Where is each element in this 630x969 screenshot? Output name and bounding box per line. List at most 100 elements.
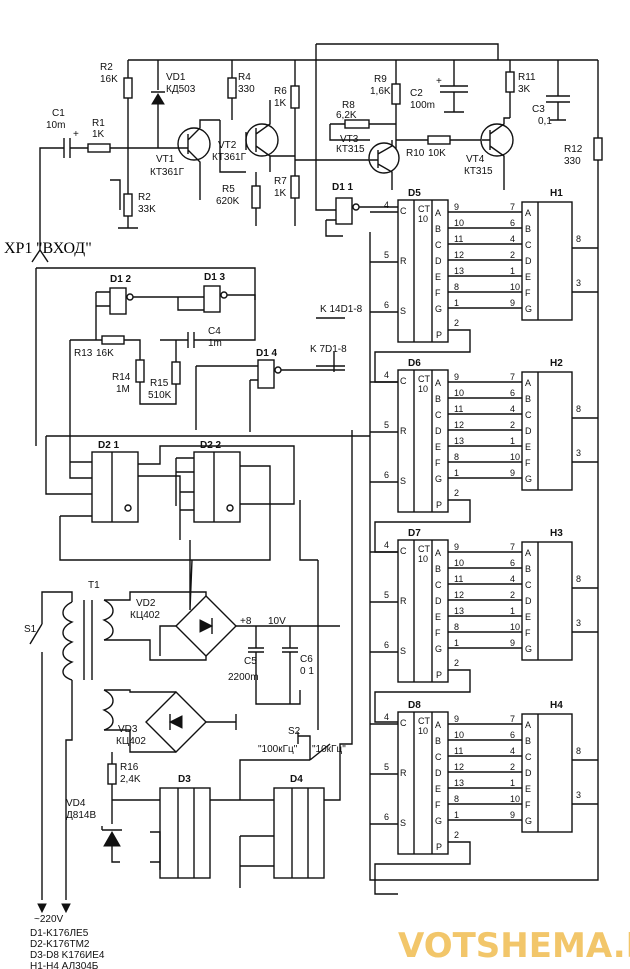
pin-label: S xyxy=(400,646,406,656)
pin-label: 10 xyxy=(454,730,464,740)
pin-label: S xyxy=(400,306,406,316)
mains-arrow-icon xyxy=(61,903,71,914)
pin-label: B xyxy=(525,736,531,746)
label-r16-ref: R16 xyxy=(120,762,139,773)
pin-label: 8 xyxy=(576,574,581,584)
pin-label: B xyxy=(525,224,531,234)
label-vt2-value: КТ361Г xyxy=(212,152,247,163)
pin-label: 8 xyxy=(454,452,459,462)
pin-label: 11 xyxy=(454,746,463,756)
label-r5-value: 620K xyxy=(216,196,240,207)
pin-label: 2 xyxy=(510,590,515,600)
pin-label: P xyxy=(436,842,442,852)
pin-label: A xyxy=(525,208,531,218)
resistor-r2-33k xyxy=(123,193,133,217)
label-vd2-ref: VD2 xyxy=(136,598,156,609)
pin-label: 7 xyxy=(510,542,515,552)
pin-label: C xyxy=(525,580,532,590)
svg-text:+: + xyxy=(73,129,79,140)
pin-label: 7 xyxy=(510,372,515,382)
label-r8-value: 6,2K xyxy=(336,110,357,121)
pin-label: 5 xyxy=(384,590,389,600)
input-wire xyxy=(39,147,60,250)
pin-label: 4 xyxy=(510,574,515,584)
input-connector-label: XP1 xyxy=(4,240,33,257)
pin-label: 4 xyxy=(510,234,515,244)
label-r14-value: 1M xyxy=(116,384,130,395)
pin-label: 4 xyxy=(384,200,389,210)
pin-label: A xyxy=(435,548,441,558)
label-r2a-value: 16K xyxy=(100,74,118,85)
pin-label: 8 xyxy=(454,282,459,292)
legend-line: H1-H4 АЛ304Б xyxy=(30,961,99,969)
pin-label: B xyxy=(525,564,531,574)
pin-label: 6 xyxy=(510,388,515,398)
pin-label: 9 xyxy=(510,638,515,648)
pin-label: 2 xyxy=(510,250,515,260)
label-vt1-value: КТ361Г xyxy=(150,167,185,178)
pin-label: 2 xyxy=(510,420,515,430)
label-r9-ref: R9 xyxy=(374,74,387,85)
chip-ref-d4: D4 xyxy=(290,774,303,785)
pin-label: 5 xyxy=(384,762,389,772)
pin-label: 6 xyxy=(510,730,515,740)
pin-label: R xyxy=(400,768,407,778)
pin-label: E xyxy=(525,442,531,452)
pin-label: 7 xyxy=(510,202,515,212)
label-r4-value: 330 xyxy=(238,84,255,95)
label-r12-ref: R12 xyxy=(564,144,583,155)
label-r2b-value: 33K xyxy=(138,204,156,215)
power-plus: +8 xyxy=(240,616,252,627)
pin-label: C xyxy=(525,240,532,250)
chip-ref-d8: D8 xyxy=(408,700,421,711)
link-k14: K 14D1-8 xyxy=(320,304,363,315)
pin-label: C xyxy=(525,752,532,762)
label-c2-value: 100m xyxy=(410,100,435,111)
display-ref-h3: H3 xyxy=(550,528,563,539)
pin-label: 1 xyxy=(454,810,459,820)
pin-label: 7 xyxy=(510,714,515,724)
display-h4 xyxy=(521,713,573,833)
pin-label: D xyxy=(525,256,532,266)
label-c4-ref: C4 xyxy=(208,326,221,337)
label-r10-value: 10K xyxy=(428,148,446,159)
pin-label: 10 xyxy=(454,558,464,568)
pin-label: C xyxy=(525,410,532,420)
capacitor-c1: + xyxy=(60,129,88,158)
label-vt3-ref: VT3 xyxy=(340,134,359,145)
gate-d1-1 xyxy=(335,197,353,225)
label-r8-ref: R8 xyxy=(342,100,355,111)
pin-label: G xyxy=(435,816,442,826)
pin-label: 1 xyxy=(510,436,515,446)
pin-label: 2 xyxy=(454,318,459,328)
chip-ref-d2_2: D2 2 xyxy=(200,440,222,451)
pin-label: 3 xyxy=(576,618,581,628)
pin-label: B xyxy=(435,736,441,746)
pin-label: B xyxy=(525,394,531,404)
label-c3-value: 0,1 xyxy=(538,116,552,127)
pin-label: G xyxy=(525,474,532,484)
label-r7-value: 1K xyxy=(274,188,287,199)
pin-label: F xyxy=(435,628,441,638)
pin-label: 13 xyxy=(454,778,464,788)
pin-label: 4 xyxy=(384,712,389,722)
pin-label: A xyxy=(525,720,531,730)
pin-label: E xyxy=(525,784,531,794)
capacitors-c5-c6 xyxy=(248,626,301,705)
pin-label: D xyxy=(525,596,532,606)
chip-ref-d1_1: D1 1 xyxy=(332,182,354,193)
label-vd1-value: КД503 xyxy=(166,84,196,95)
pin-label: 2 xyxy=(510,762,515,772)
label-r1-ref: R1 xyxy=(92,118,105,129)
counter-d7 xyxy=(397,539,449,683)
pin-label: 12 xyxy=(454,420,464,430)
pin-label: CT xyxy=(418,716,430,726)
label-c6-ref: C6 xyxy=(300,654,313,665)
chip-ref-d2_1: D2 1 xyxy=(98,440,120,451)
pin-label: B xyxy=(435,224,441,234)
pin-label: 6 xyxy=(384,300,389,310)
pin-label: F xyxy=(435,800,441,810)
pin-label: 10 xyxy=(418,384,428,394)
